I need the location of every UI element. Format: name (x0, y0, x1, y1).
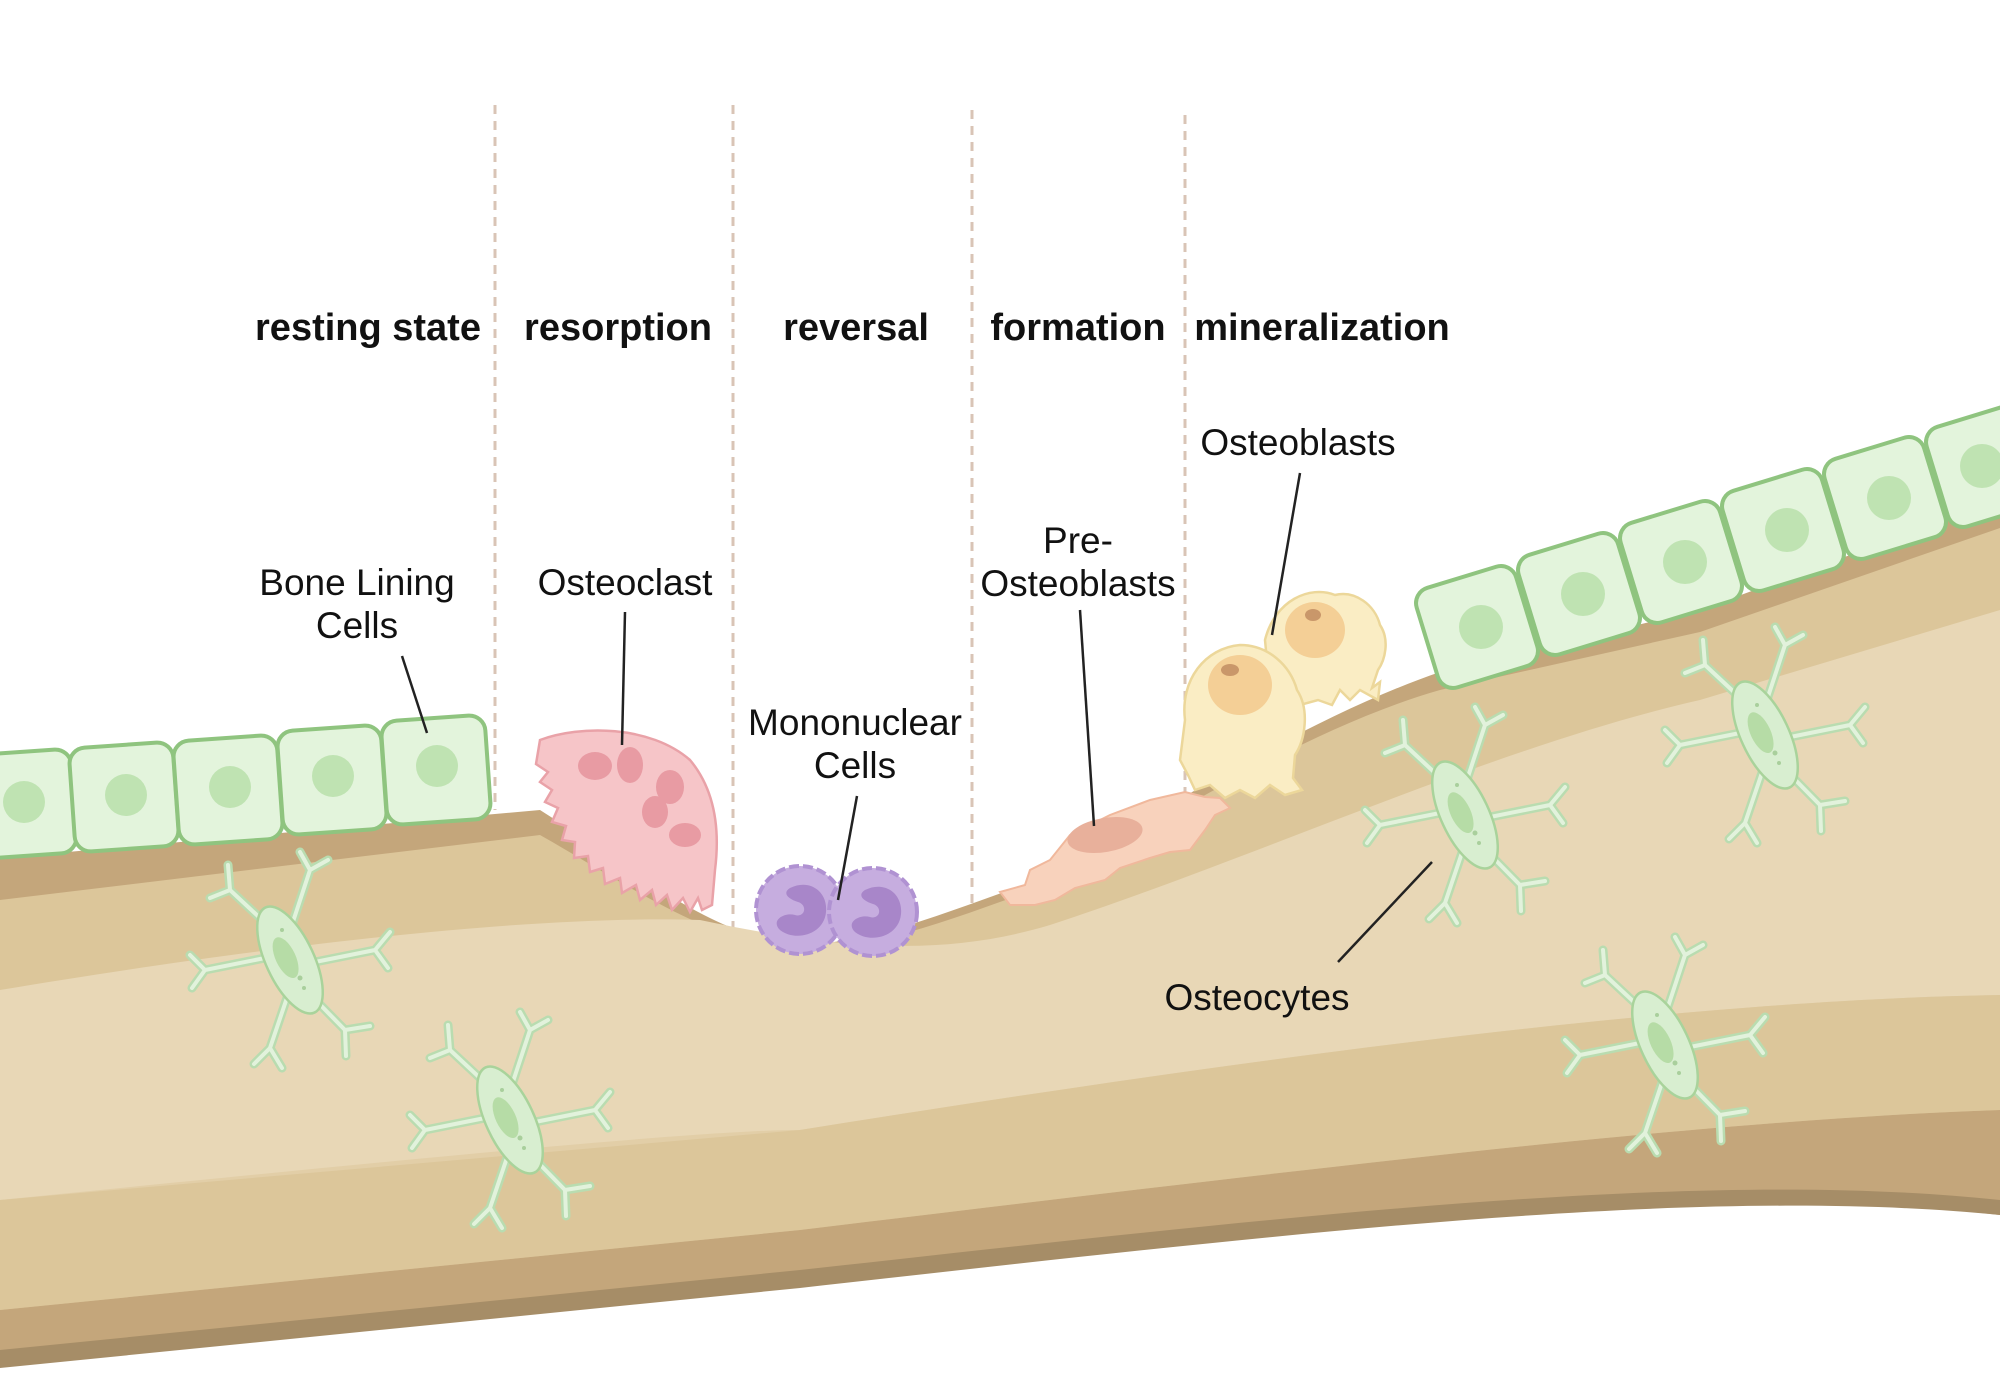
osteoblast-nucleolus (1221, 664, 1239, 676)
label-mononuclear-cells-line1: Mononuclear (748, 702, 962, 743)
leader-mononuclear (836, 795, 859, 901)
osteoblast-nucleolus (1305, 609, 1321, 621)
label-bone-lining-cells-line1: Bone Lining (259, 562, 454, 603)
lining-cell-nucleus (1561, 572, 1605, 616)
bone-light-layer (0, 610, 2000, 1200)
leader-osteoblasts (1270, 472, 1302, 636)
stage-label-resorption: resorption (524, 307, 712, 349)
lining-cell-nucleus (1459, 605, 1503, 649)
bone-lining-cells-left (0, 713, 493, 861)
leader-osteoclast (620, 611, 627, 746)
leader-bone-lining (400, 655, 429, 734)
lining-cell-nucleus (105, 774, 147, 816)
label-osteoblasts: Osteoblasts (1200, 422, 1395, 463)
stage-label-resting-state: resting state (255, 307, 481, 349)
leader-osteocytes (1337, 861, 1433, 963)
osteoblast-cells (1178, 590, 1387, 800)
osteoclast-nucleus (669, 823, 701, 847)
stage-label-formation: formation (990, 307, 1165, 349)
lining-cell-nucleus (3, 781, 45, 823)
label-osteoclast: Osteoclast (538, 562, 714, 603)
label-mononuclear-cells-line2: Cells (814, 745, 896, 786)
lining-cell-nucleus (416, 745, 458, 787)
mononuclear-cell (827, 866, 919, 958)
stage-dividers (493, 105, 1187, 950)
lining-cell-nucleus (312, 755, 354, 797)
label-pre-osteoblasts-line1: Pre- (1043, 520, 1113, 561)
lining-cell-nucleus (1867, 476, 1911, 520)
leader-pre-osteoblasts (1078, 609, 1096, 827)
osteoclast-nucleus (578, 752, 612, 780)
lining-cell-nucleus (1765, 508, 1809, 552)
lining-cell-nucleus (1663, 540, 1707, 584)
bone-lining-cells-right (1414, 403, 2000, 690)
label-pre-osteoblasts-line2: Osteoblasts (980, 563, 1175, 604)
osteoclast-cell (534, 729, 718, 915)
pre-osteoblast-cell (998, 790, 1232, 906)
mononuclear-cells (754, 864, 919, 958)
lining-cell-nucleus (1960, 444, 2000, 488)
pre-osteoblast-nucleus (1067, 817, 1143, 853)
mononuclear-nucleus (851, 886, 902, 938)
osteoclast-nucleus (656, 770, 684, 804)
stage-label-reversal: reversal (783, 307, 929, 349)
label-bone-lining-cells-line2: Cells (316, 605, 398, 646)
osteoblast-nucleus (1208, 655, 1272, 715)
mononuclear-nucleus (776, 884, 827, 936)
stage-label-mineralization: mineralization (1194, 307, 1450, 349)
label-osteocytes: Osteocytes (1164, 977, 1349, 1018)
lining-cell-nucleus (209, 766, 251, 808)
osteoblast-nucleus (1285, 602, 1345, 658)
osteoclast-nucleus (642, 796, 668, 828)
osteoclast-nucleus (617, 747, 643, 783)
leader-lines (400, 472, 1433, 963)
